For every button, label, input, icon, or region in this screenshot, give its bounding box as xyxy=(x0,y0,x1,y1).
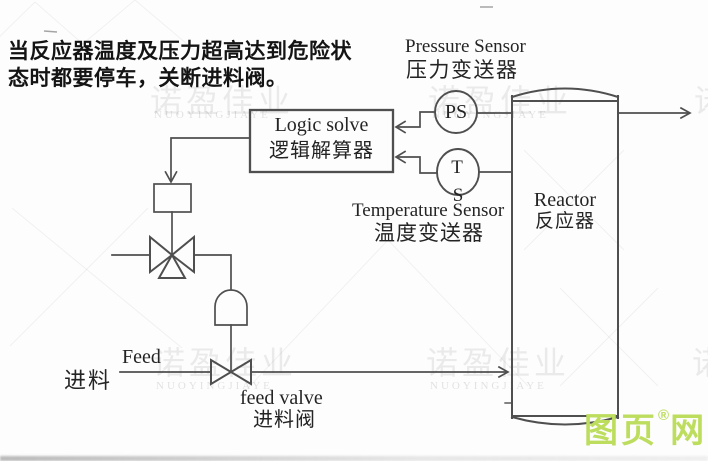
watermark-text: NUOYINGJIAYE xyxy=(156,380,273,392)
site-logo: 图页®网 xyxy=(584,403,707,452)
feed-valve-label-zh: 进料阀 xyxy=(253,409,316,431)
registered-mark-icon: ® xyxy=(658,406,670,424)
temperature-sensor-label-zh: 温度变送器 xyxy=(374,221,484,245)
feed-label-en: Feed xyxy=(122,346,161,368)
solenoid-box xyxy=(153,183,192,213)
feed-label-zh: 进料 xyxy=(64,368,113,393)
diagonal-watermark-lines xyxy=(0,0,659,389)
arrowhead-right-icon xyxy=(497,365,510,379)
watermark-text: NUOYINGJIAYE xyxy=(432,109,549,121)
reactor-vessel xyxy=(504,87,620,426)
site-logo-text-left: 图页 xyxy=(584,412,658,450)
arrowhead-right-icon xyxy=(679,106,692,120)
feed-valve-label-en: feed valve xyxy=(240,387,323,409)
logic-to-solenoid-line xyxy=(170,137,251,181)
watermark-text: 诺盈佳业 xyxy=(692,338,708,384)
actuator-dome xyxy=(214,289,248,326)
reactor-label-zh: 反应器 xyxy=(534,211,595,232)
arrowhead-down-icon xyxy=(164,170,178,184)
watermark-text: NUOYINGJIAYE xyxy=(430,380,547,392)
ts-tag-s: S xyxy=(452,185,464,206)
site-logo-text-right: 网 xyxy=(670,412,708,450)
ps-tag: PS xyxy=(444,101,468,123)
reactor-label-en: Reactor xyxy=(533,189,597,211)
safety-note-line1: 当反应器温度及压力超高达到危险状 xyxy=(8,40,352,63)
safety-note: 当反应器温度及压力超高达到危险状 态时都要停车，关断进料阀。 xyxy=(8,38,364,92)
pressure-sensor-label-en: Pressure Sensor xyxy=(405,36,526,57)
valve-to-actuator-line xyxy=(193,254,232,290)
watermark-text: 诺盈佳业 xyxy=(426,345,571,381)
logic-label-en: Logic solve xyxy=(274,114,369,136)
ps-to-logic-line xyxy=(396,111,436,128)
temperature-sensor-label-en: Temperature Sensor xyxy=(352,200,505,221)
scan-artifacts xyxy=(43,6,493,33)
watermark-text: 诺盈佳业 xyxy=(694,76,708,122)
watermark-text: 诺盈佳业 xyxy=(150,83,295,119)
arrowhead-left-icon xyxy=(394,120,407,134)
arrowhead-left-icon xyxy=(394,150,407,164)
scan-edge-shadow xyxy=(0,456,708,461)
logic-solver-box xyxy=(248,108,395,174)
ts-to-logic-line xyxy=(396,156,438,174)
safety-note-line2: 态时都要停车，关断进料阀。 xyxy=(8,67,288,90)
logic-label-zh: 逻辑解算器 xyxy=(269,140,374,162)
ts-tag-t: T xyxy=(451,157,463,178)
pressure-sensor-label-zh: 压力变送器 xyxy=(406,58,519,82)
watermark-text: 诺盈佳业 xyxy=(153,345,298,381)
watermark-text: NUOYINGJIAYE xyxy=(154,109,271,121)
